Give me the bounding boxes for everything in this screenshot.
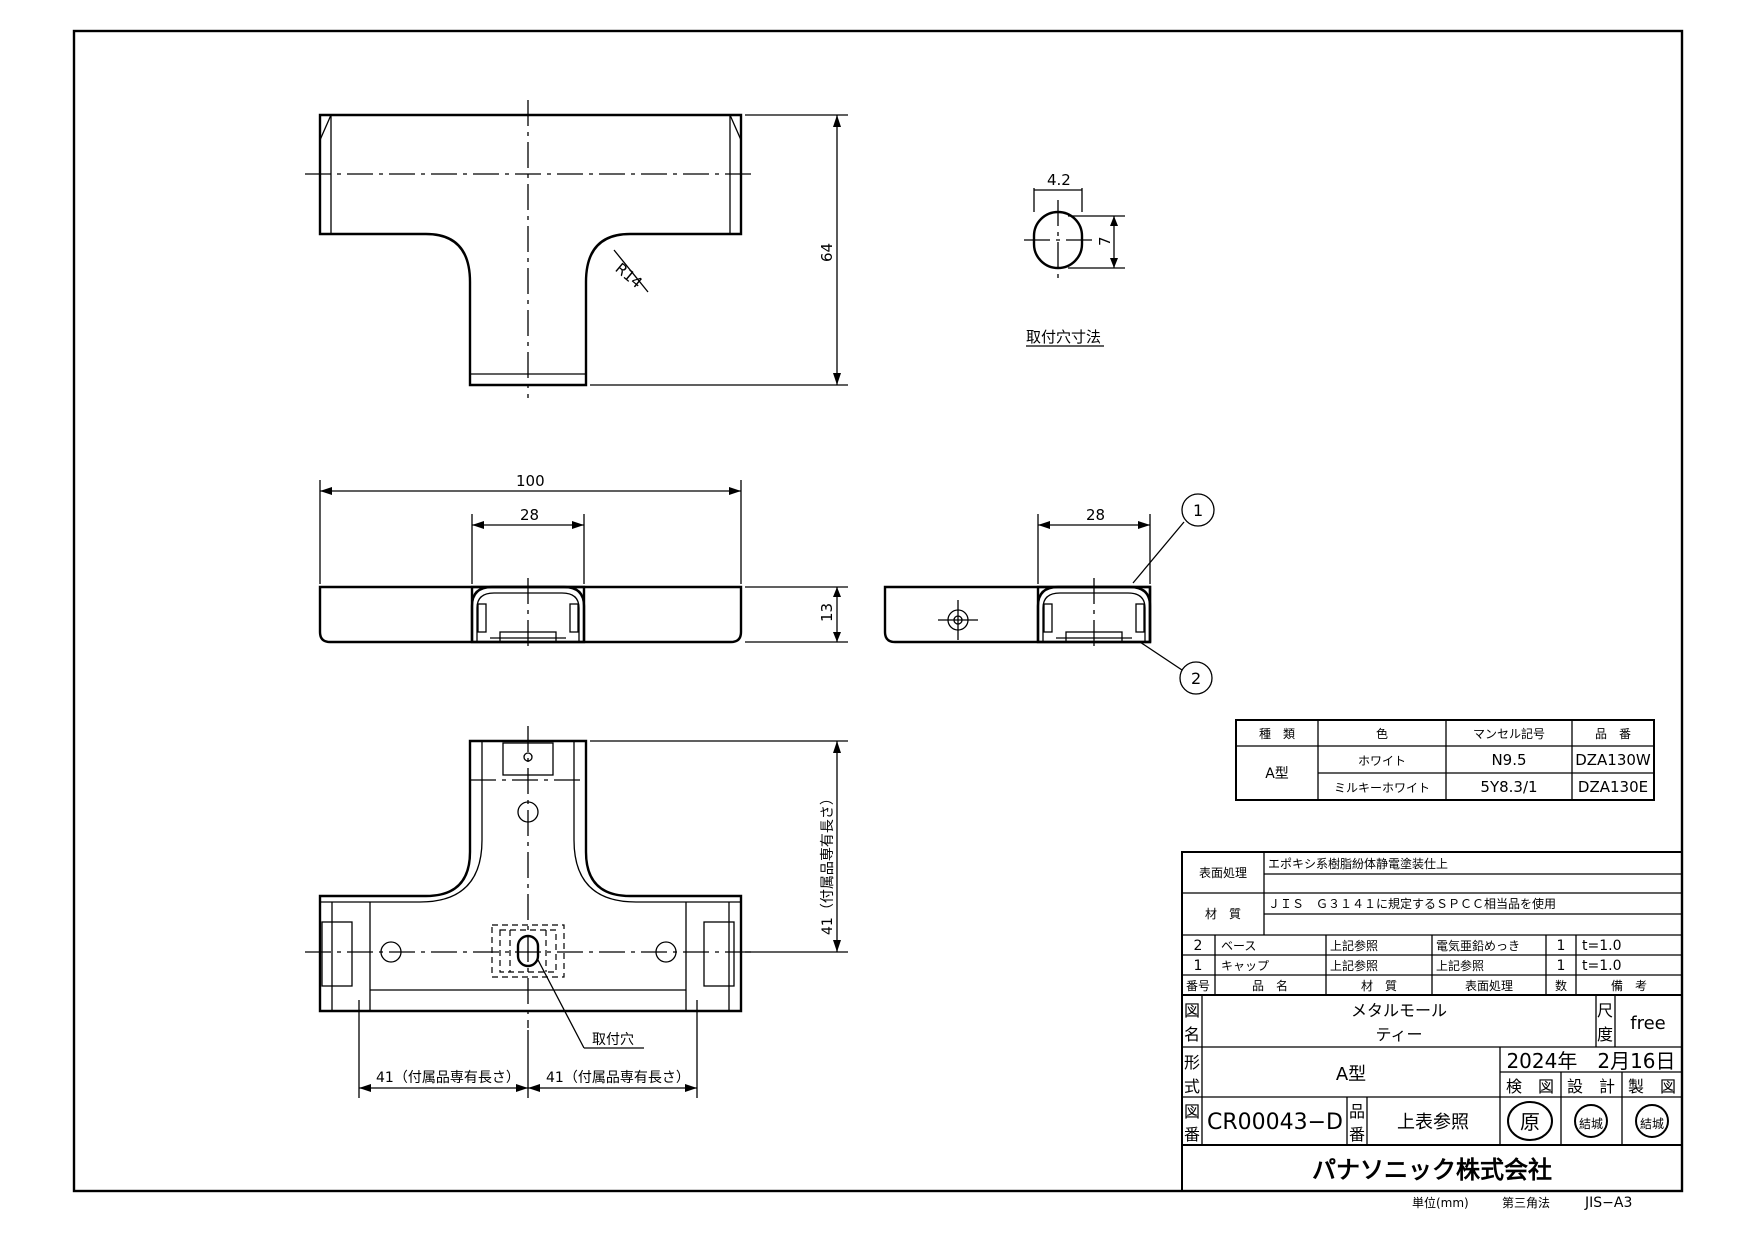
plan-right-dimension: 41（付属品専有長さ）	[546, 1070, 690, 1086]
check-label: 検 図	[1506, 1077, 1554, 1096]
table-row-color: ホワイト	[1358, 754, 1406, 768]
drawing-date: 2024年 2月16日	[1506, 1049, 1675, 1073]
svg-text:結城: 結城	[1640, 1117, 1664, 1131]
plan-length-dimension: 41（付属品専有長さ）	[820, 791, 836, 935]
model-label-1: 形	[1184, 1053, 1200, 1072]
part-finish: 電気亜鉛めっき	[1436, 938, 1520, 953]
hole-height-dimension: 7	[1096, 236, 1114, 246]
callout-2	[1179, 661, 1213, 695]
part-note: t=1.0	[1582, 958, 1621, 974]
drawing-name-label-2: 名	[1184, 1025, 1200, 1044]
parts-header-no: 番号	[1186, 979, 1210, 993]
plan-view: 取付穴 41（付属品専有長さ） 41（付属品専有長さ） 41（付属品専有長さ）	[305, 726, 848, 1098]
drawing-name-line-2: ティー	[1375, 1025, 1422, 1044]
projection-label: 第三角法	[1502, 1196, 1550, 1210]
table-header-munsell: マンセル記号	[1473, 726, 1545, 741]
table-row-color: ミルキーホワイト	[1334, 781, 1430, 795]
surface-value: エポキシ系樹脂紛体静電塗装仕上	[1268, 856, 1448, 871]
product-label-2: 番	[1349, 1125, 1365, 1144]
top-view: R14 64	[305, 100, 848, 398]
parts-header-note: 備 考	[1611, 978, 1647, 993]
part-material: 上記参照	[1330, 958, 1378, 973]
company-name: パナソニック株式会社	[1312, 1156, 1552, 1184]
color-table: 種 類 色 マンセル記号 品 番 A型 ホワイト N9.5 DZA130W ミル…	[1235, 719, 1655, 801]
table-row-code: DZA130E	[1578, 778, 1648, 796]
part-no: 2	[1194, 938, 1203, 954]
parts-header-finish: 表面処理	[1465, 979, 1513, 993]
part-qty: 1	[1557, 958, 1566, 974]
draft-label: 製 図	[1628, 1077, 1676, 1096]
table-header-color: 色	[1376, 727, 1388, 741]
part-finish: 上記参照	[1436, 958, 1484, 973]
paper-size-label: JIS−A3	[1584, 1195, 1632, 1211]
stamp-check	[1574, 1104, 1608, 1138]
plan-left-dimension: 41（付属品専有長さ）	[376, 1070, 520, 1086]
table-row-munsell: N9.5	[1491, 751, 1526, 769]
part-note: t=1.0	[1582, 938, 1621, 954]
parts-header-qty: 数	[1555, 978, 1567, 993]
front-view: 100 28 13	[318, 472, 848, 648]
scale-label-2: 度	[1597, 1025, 1613, 1044]
height-dimension-13: 13	[818, 603, 836, 622]
parts-header-name: 品 名	[1252, 978, 1288, 993]
height-dimension-64: 64	[818, 243, 836, 262]
channel-width-28: 28	[520, 506, 539, 524]
radius-label: R14	[612, 259, 646, 292]
svg-text:1: 1	[1193, 501, 1203, 520]
scale-value: free	[1630, 1013, 1666, 1034]
part-material: 上記参照	[1330, 938, 1378, 953]
svg-text:結城: 結城	[1579, 1117, 1603, 1131]
stamp-original	[1507, 1101, 1553, 1141]
part-no: 1	[1194, 958, 1203, 974]
design-label: 設 計	[1567, 1077, 1615, 1096]
mounting-hole-detail: 4.2 7 取付穴寸法	[1024, 171, 1125, 347]
drawing-number: CR00043−D	[1207, 1110, 1343, 1135]
side-width-28: 28	[1086, 506, 1105, 524]
drawing-border	[72, 29, 1684, 1193]
table-type-value: A型	[1265, 766, 1289, 782]
model-label-2: 式	[1184, 1077, 1200, 1096]
stamp-design	[1635, 1104, 1669, 1138]
number-label-2: 番	[1184, 1125, 1200, 1144]
number-label-1: 図	[1184, 1102, 1200, 1121]
callout-1	[1181, 493, 1215, 527]
table-header-code: 品 番	[1595, 727, 1631, 741]
product-label-1: 品	[1349, 1102, 1365, 1121]
side-view: 28 1 2	[883, 493, 1215, 695]
drawing-name-label-1: 図	[1184, 1001, 1200, 1020]
hole-detail-title: 取付穴寸法	[1026, 328, 1101, 346]
product-value: 上表参照	[1397, 1112, 1469, 1133]
unit-label: 単位(mm)	[1412, 1195, 1469, 1210]
svg-text:2: 2	[1191, 669, 1201, 688]
model-value: A型	[1336, 1064, 1366, 1085]
table-header-type: 種 類	[1259, 727, 1295, 741]
mounting-hole-label: 取付穴	[592, 1032, 634, 1048]
table-row-code: DZA130W	[1575, 751, 1651, 769]
material-value: ＪＩＳ Ｇ３１４１に規定するＳＰＣＣ相当品を使用	[1268, 896, 1556, 911]
scale-label-1: 尺	[1597, 1001, 1613, 1020]
parts-header-material: 材 質	[1361, 978, 1397, 993]
svg-text:原: 原	[1520, 1110, 1540, 1134]
part-name: キャップ	[1221, 959, 1269, 973]
hole-width-dimension: 4.2	[1047, 171, 1071, 189]
drawing-name-line-1: メタルモール	[1351, 1001, 1447, 1020]
surface-label: 表面処理	[1199, 866, 1247, 880]
title-block: 表面処理 エポキシ系樹脂紛体静電塗装仕上 材 質 ＪＩＳ Ｇ３１４１に規定するＳ…	[1181, 851, 1683, 1192]
overall-width-100: 100	[516, 472, 545, 490]
table-row-munsell: 5Y8.3/1	[1480, 778, 1537, 796]
part-qty: 1	[1557, 938, 1566, 954]
part-name: ベース	[1221, 939, 1256, 953]
material-label: 材 質	[1205, 906, 1241, 921]
